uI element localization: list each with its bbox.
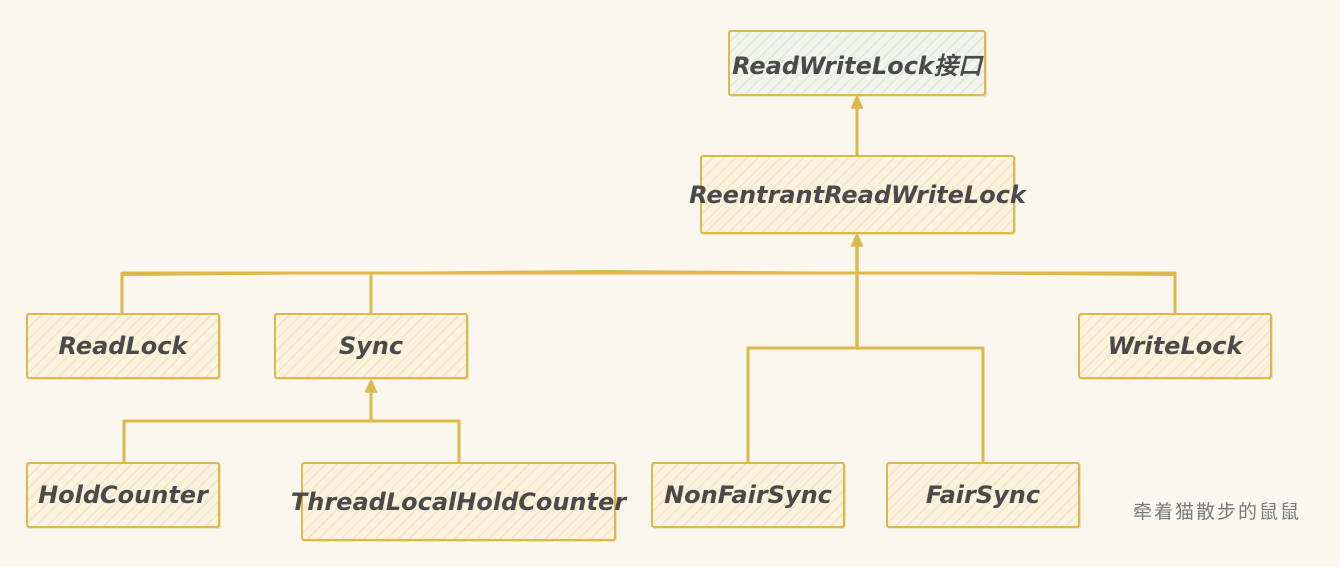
node-non-fair-sync: NonFairSync — [651, 462, 845, 528]
edge-bus-top-sketch — [123, 270, 1174, 276]
node-fair-sync: FairSync — [886, 462, 1080, 528]
node-read-lock: ReadLock — [26, 313, 220, 379]
node-label: NonFairSync — [664, 481, 832, 509]
author-watermark: 牵着猫散步的鼠鼠 — [1133, 501, 1302, 523]
arrowhead-sync — [364, 379, 378, 393]
node-write-lock: WriteLock — [1078, 313, 1272, 379]
edge-bus-top — [120, 271, 1177, 315]
node-label: Sync — [338, 332, 404, 360]
node-label: FairSync — [925, 481, 1041, 509]
arrowhead-interface — [850, 95, 864, 109]
edge-counters — [122, 419, 461, 464]
node-readwritelock-interface: ReadWriteLock接口 — [728, 30, 986, 96]
node-label: HoldCounter — [38, 481, 208, 509]
node-reentrant-read-write-lock: ReentrantReadWriteLock — [689, 155, 1026, 234]
node-hold-counter: HoldCounter — [26, 462, 220, 528]
node-thread-local-hold-counter: ThreadLocalHoldCounter — [291, 462, 626, 541]
node-label: WriteLock — [1107, 332, 1243, 360]
node-sync: Sync — [274, 313, 468, 379]
node-label: ReadWriteLock接口 — [732, 51, 982, 80]
node-label: ReentrantReadWriteLock — [689, 180, 1026, 209]
node-label: ReadLock — [58, 332, 188, 360]
node-label: ThreadLocalHoldCounter — [290, 487, 627, 516]
edge-sync-variants — [746, 346, 985, 464]
arrowhead-reentrant — [850, 233, 864, 247]
